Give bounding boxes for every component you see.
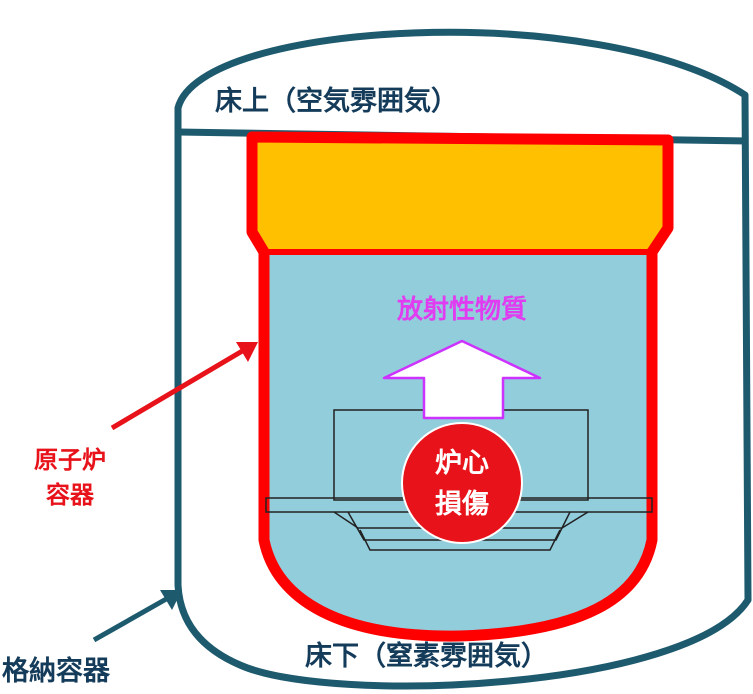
core-bottom-head-3 [359,529,561,551]
rpv-label-line2: 容器 [46,481,95,509]
core-damage-label-line2: 損傷 [435,489,489,520]
vessel-outline [246,131,674,642]
rpv-label-line1: 原子炉 [34,446,106,474]
rpv-pointer-arrow [110,342,258,431]
containment-pointer-arrow [92,590,182,643]
vessel-upper-fill [252,137,668,252]
containment-label: 格納容器 [2,655,111,687]
containment-outline [174,28,752,690]
radioactive-release-arrow [382,339,542,420]
upper-floor-label: 床上（空気雰囲気） [215,85,458,117]
core-damage-label-line1: 炉心 [435,448,489,479]
core-damage-circle [401,422,523,544]
lower-floor-label: 床下（窒素雰囲気） [305,640,548,672]
radioactive-material-label: 放射性物質 [396,294,527,325]
